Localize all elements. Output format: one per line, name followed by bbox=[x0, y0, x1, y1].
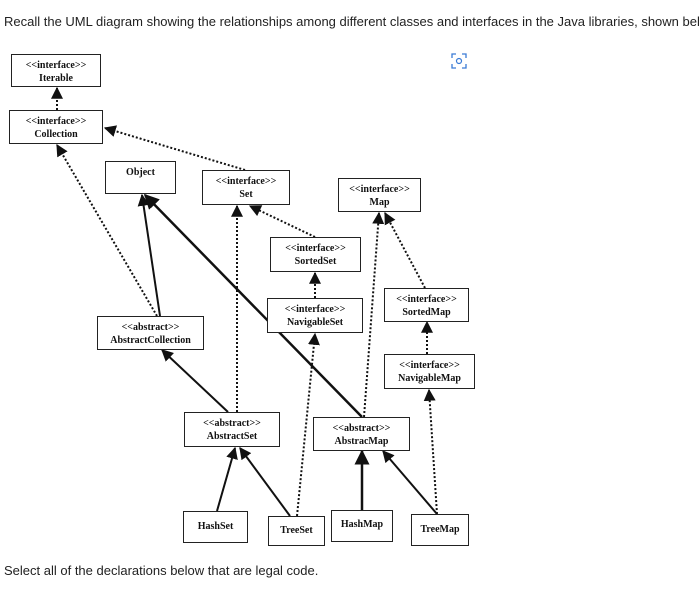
class-name: AbstractCollection bbox=[110, 335, 191, 346]
stereotype: <<interface>> bbox=[25, 116, 87, 127]
class-name: NavigableSet bbox=[286, 317, 344, 328]
box-sortedset: <<interface>> SortedSet bbox=[270, 237, 361, 272]
edge-hashset-abstractset bbox=[216, 446, 238, 512]
edge-treemap-abstractmap bbox=[382, 450, 438, 515]
class-name: HashMap bbox=[340, 519, 384, 530]
box-treemap: TreeMap bbox=[411, 514, 469, 546]
box-navigableset: <<interface>> NavigableSet bbox=[267, 298, 363, 333]
box-map: <<interface>> Map bbox=[338, 178, 421, 212]
stereotype: <<abstract>> bbox=[332, 423, 391, 434]
stereotype: <<interface>> bbox=[215, 176, 277, 187]
box-treeset: TreeSet bbox=[268, 516, 325, 546]
edge-abstractcollection-object bbox=[137, 193, 161, 317]
stereotype: <<abstract>> bbox=[121, 322, 180, 333]
box-object: Object bbox=[105, 161, 176, 194]
stereotype: <<interface>> bbox=[284, 304, 346, 315]
stereotype: <<interface>> bbox=[349, 184, 410, 195]
class-name: SortedMap bbox=[402, 307, 451, 318]
box-set: <<interface>> Set bbox=[202, 170, 290, 205]
class-name: Collection bbox=[34, 129, 78, 140]
class-name: AbstracMap bbox=[334, 436, 389, 447]
class-name: Iterable bbox=[39, 73, 73, 84]
class-name: Set bbox=[239, 189, 253, 200]
stereotype: <<interface>> bbox=[25, 60, 87, 71]
edge-abstractset-abstractcollection bbox=[161, 349, 229, 413]
box-hashset: HashSet bbox=[183, 511, 248, 543]
box-abstractmap: <<abstract>> AbstracMap bbox=[313, 417, 410, 451]
question-prompt: Recall the UML diagram showing the relat… bbox=[4, 14, 699, 29]
stereotype: <<interface>> bbox=[285, 243, 346, 254]
edge-treemap-navigablemap bbox=[423, 388, 438, 515]
class-name: Object bbox=[126, 167, 155, 178]
edge-sortedmap-map bbox=[384, 211, 426, 289]
edge-set-collection bbox=[103, 125, 246, 171]
instruction-text: Select all of the declarations below tha… bbox=[4, 563, 319, 578]
class-name: TreeMap bbox=[420, 524, 460, 535]
class-name: NavigableMap bbox=[398, 373, 461, 384]
edge-abstractmap-map bbox=[363, 211, 385, 418]
box-hashmap: HashMap bbox=[331, 510, 393, 542]
class-name: SortedSet bbox=[294, 256, 337, 267]
class-name: HashSet bbox=[197, 521, 234, 532]
class-name: AbstractSet bbox=[206, 431, 258, 442]
edge-abstractmap-object bbox=[143, 193, 363, 418]
box-collection: <<interface>> Collection bbox=[9, 110, 103, 144]
box-navigablemap: <<interface>> NavigableMap bbox=[384, 354, 475, 389]
box-iterable: <<interface>> Iterable bbox=[11, 54, 101, 87]
class-name: Map bbox=[369, 197, 390, 208]
box-abstractcollection: <<abstract>> AbstractCollection bbox=[97, 316, 204, 350]
class-name: TreeSet bbox=[280, 525, 313, 536]
edge-sortedset-set bbox=[248, 205, 316, 238]
box-sortedmap: <<interface>> SortedMap bbox=[384, 288, 469, 322]
edge-treeset-abstractset bbox=[239, 447, 291, 517]
box-abstractset: <<abstract>> AbstractSet bbox=[184, 412, 280, 447]
stereotype: <<interface>> bbox=[399, 360, 460, 371]
edge-abstractcollection-collection bbox=[56, 143, 158, 317]
edge-treeset-navigableset bbox=[296, 332, 320, 517]
stereotype: <<abstract>> bbox=[203, 418, 261, 429]
expand-image-icon[interactable] bbox=[451, 53, 467, 69]
stereotype: <<interface>> bbox=[396, 294, 457, 305]
